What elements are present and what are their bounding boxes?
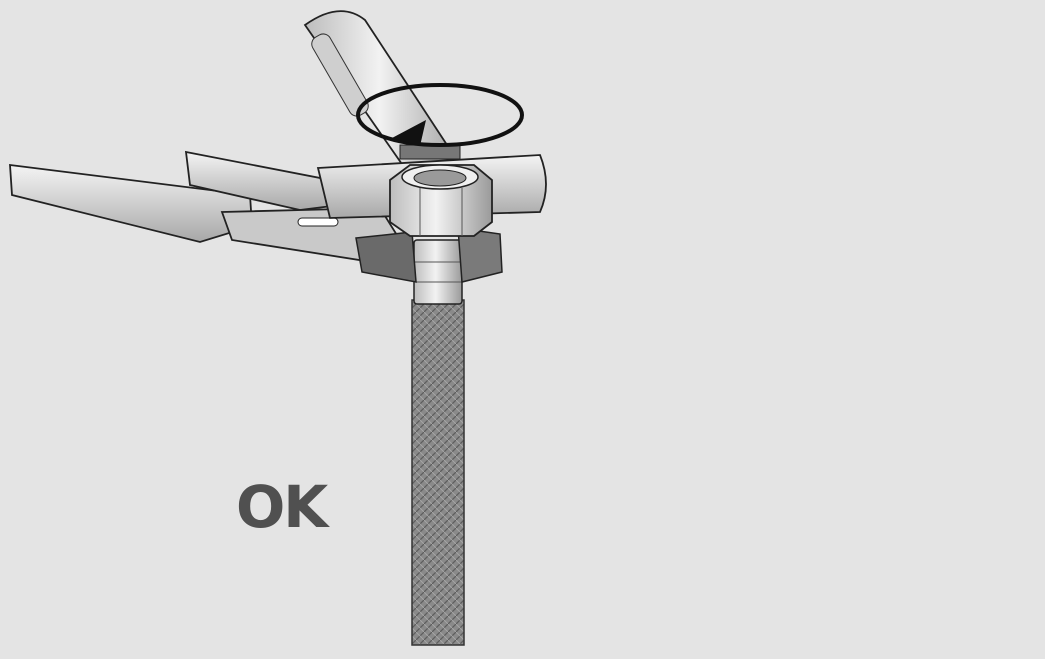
rotation-arrow-left: [356, 83, 524, 147]
ok-label: OK: [236, 473, 328, 541]
hex-nut-left: [389, 164, 493, 237]
left-panel: [9, 10, 547, 646]
hose-ferrule-left: [413, 239, 463, 305]
pliers: [9, 150, 503, 283]
braided-hose-left: [411, 299, 465, 646]
